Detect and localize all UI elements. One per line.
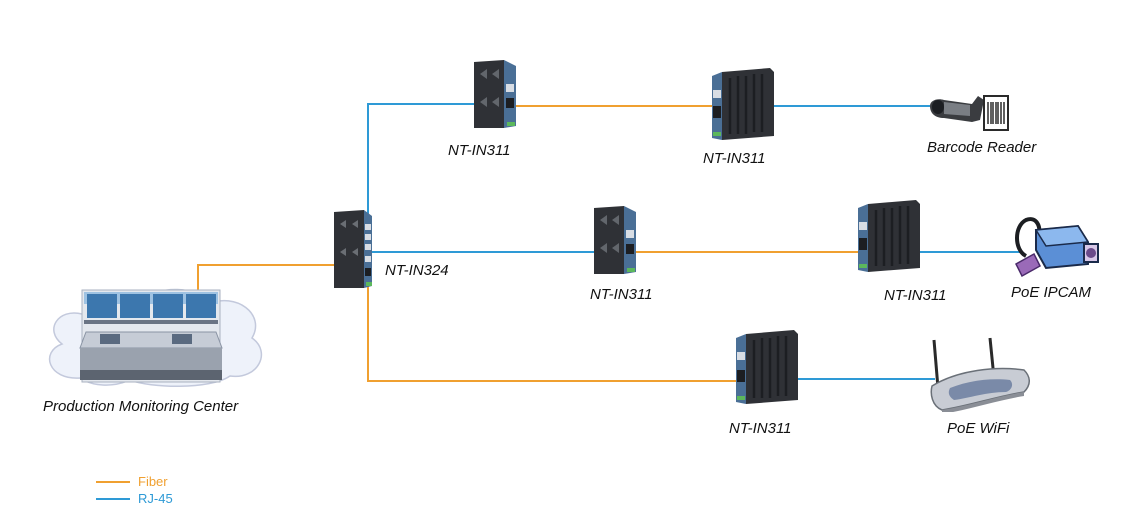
top-converter-2-label: NT-IN311 [703,150,766,167]
switch-label: NT-IN324 [385,262,449,279]
legend-rj45: RJ-45 [96,491,173,506]
middle-converter-2-label: NT-IN311 [884,287,947,304]
industrial-switch-icon [334,210,372,288]
fiber-link-center-switch [197,264,340,292]
top-converter-1-label: NT-IN311 [448,142,511,159]
control-room-icon [48,288,263,388]
legend-rj45-label: RJ-45 [138,491,173,506]
media-converter-icon [594,206,636,274]
media-converter-icon [474,60,516,128]
wifi-label: PoE WiFi [947,420,1010,437]
fiber-link-bottom [367,272,740,382]
legend-rj45-swatch [96,497,130,500]
media-converter-icon [712,68,774,140]
legend-fiber-swatch [96,480,130,483]
barcode-label: Barcode Reader [927,139,1037,156]
media-converter-icon [858,200,920,272]
media-converter-icon [736,330,798,404]
rj45-link-switch-top [367,103,474,222]
ipcam-label: PoE IPCAM [1011,284,1092,301]
bottom-converter-label: NT-IN311 [729,420,792,437]
middle-converter-1-label: NT-IN311 [590,286,653,303]
legend-fiber-label: Fiber [138,474,168,489]
barcode-scanner-icon [930,95,1009,131]
ip-camera-icon [1015,217,1099,278]
legend-fiber: Fiber [96,474,168,489]
wifi-router-icon [930,337,1030,412]
center-label: Production Monitoring Center [43,398,239,415]
